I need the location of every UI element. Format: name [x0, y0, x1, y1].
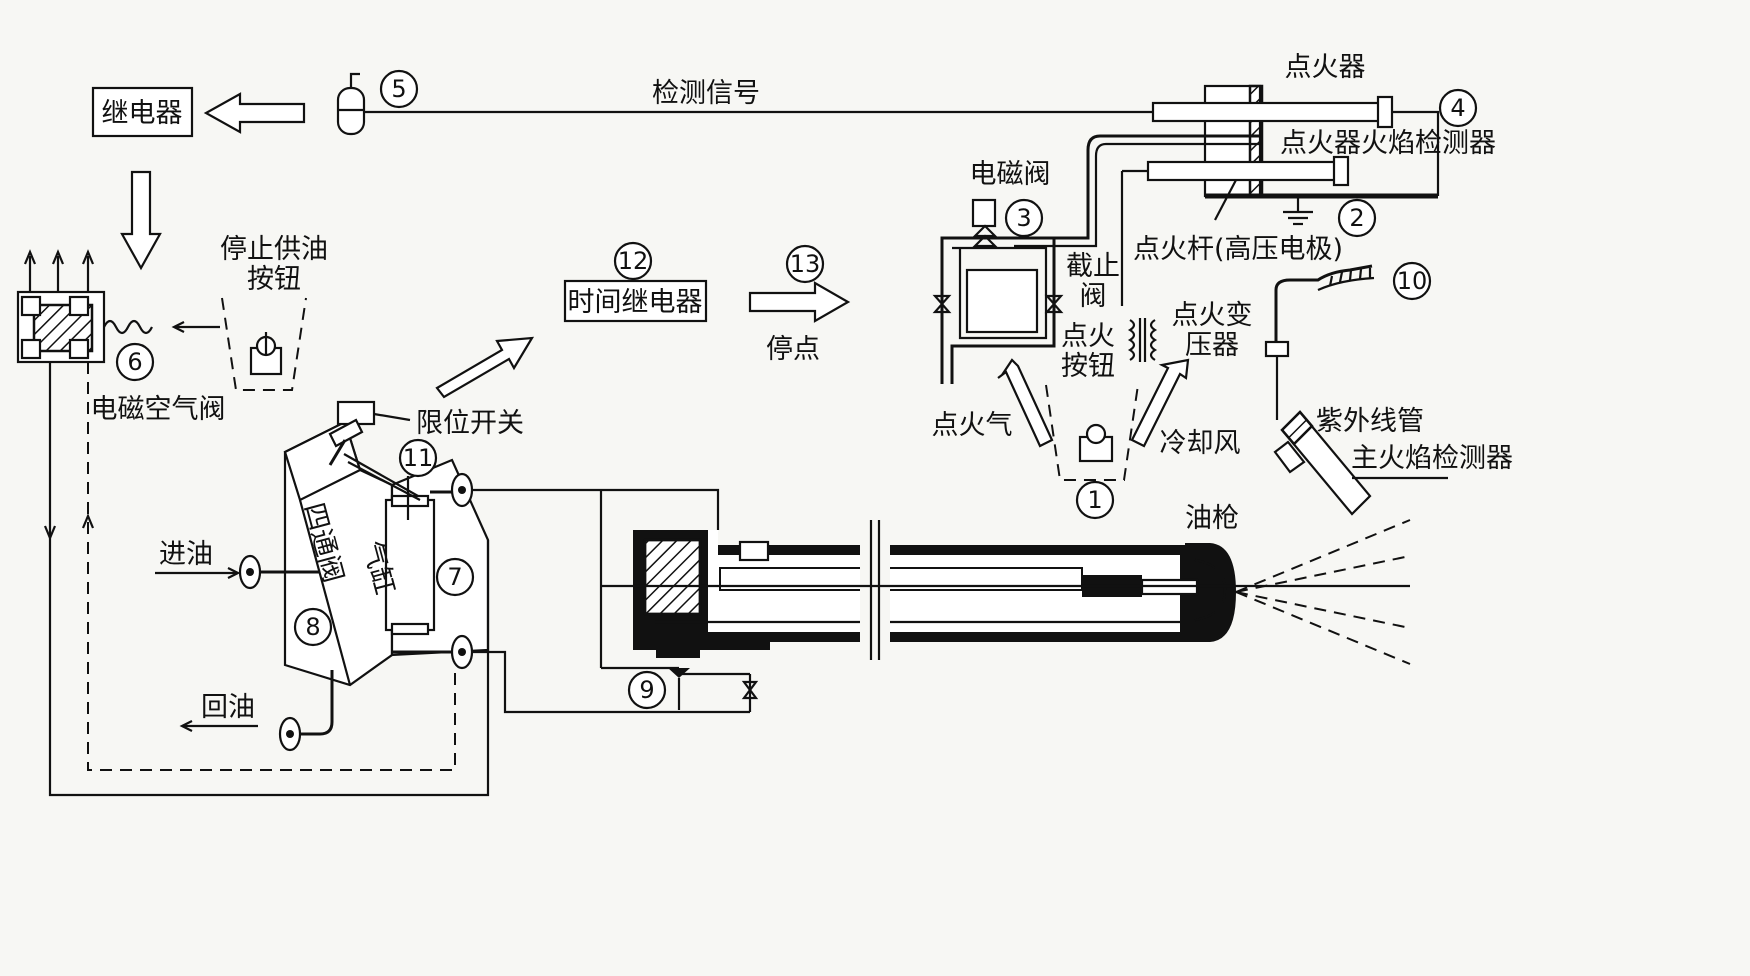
igniter-flame-detector-label: 点火器火焰检测器: [1280, 128, 1496, 159]
air-line-dashed: [87, 362, 456, 771]
stop-ignition-label: 停点: [766, 334, 820, 365]
arrow-to-relay: [203, 92, 306, 134]
limit-switch-label: 限位开关: [416, 408, 524, 439]
callout-4: 4: [1450, 94, 1465, 122]
cylinder-7: 气缸 7: [356, 458, 490, 657]
arrow-to-ignition-gas: [997, 358, 1054, 448]
time-relay-label: 时间继电器: [568, 287, 703, 318]
line-port-to-gun: [472, 488, 720, 530]
ignition-transformer: 点火变压器: [1127, 300, 1253, 362]
arrow-limit-to-time-relay: [435, 336, 535, 399]
callout-8: 8: [305, 613, 320, 641]
uv-tube-label: 紫外线管: [1316, 406, 1424, 437]
ignition-gas-label: 点火气: [932, 410, 1013, 441]
ignition-button-1: 点火按钮 1: [1045, 321, 1139, 520]
ignition-transformer-label: 点火变压器: [1172, 300, 1253, 361]
oil-spray: [1235, 519, 1411, 665]
arrow-to-transformer: [1130, 358, 1190, 448]
stop-oil-label-1: 停止供油按钮: [220, 234, 328, 295]
callout-12: 12: [618, 247, 649, 275]
time-relay: 12 时间继电器: [563, 241, 708, 323]
callout-6: 6: [127, 348, 142, 376]
callout-3: 3: [1016, 204, 1031, 232]
limit-switch-11: 限位开关 11: [328, 400, 524, 520]
shutoff-valve-label: 截止阀: [1066, 251, 1120, 312]
oil-gun-label: 油枪: [1185, 503, 1239, 534]
gas-pipe: [1014, 134, 1260, 240]
port-oil-return: 回油: [179, 670, 334, 752]
photo-detector-5: 5: [336, 69, 419, 136]
callout-1: 1: [1087, 486, 1102, 514]
air-line-solid: [48, 362, 490, 797]
oil-gun: 油枪: [600, 503, 1410, 660]
callout-13: 13: [790, 250, 821, 278]
callout-5: 5: [391, 75, 406, 103]
ignition-rod-label: 点火杆(高压电极): [1133, 234, 1343, 265]
callout-11: 11: [403, 444, 434, 472]
detect-signal-label: 检测信号: [652, 78, 760, 109]
port-top-right: [430, 472, 474, 508]
cooling-air-label: 冷却风: [1160, 428, 1241, 459]
callout-10: 10: [1397, 267, 1428, 295]
port-oil-in: 进油: [155, 539, 320, 590]
port-bottom-right: [392, 634, 474, 670]
callout-7: 7: [447, 563, 462, 591]
igniter-assembly: 点火器 4 点火器火焰检测器 2 点火杆(高压电极): [1133, 52, 1496, 265]
oil-return-label: 回油: [201, 692, 255, 723]
solenoid-air-valve-label: 电磁空气阀: [91, 394, 226, 425]
relay-box: 继电器: [91, 86, 194, 138]
main-flame-detector: 10 紫外线管 冷却风 主火焰检测器: [1160, 261, 1513, 516]
relay-label: 继电器: [102, 98, 183, 129]
solenoid-valve-3: 电磁阀 3 截止阀: [932, 159, 1120, 384]
callout-9: 9: [639, 676, 654, 704]
solenoid-air-valve: 6 电磁空气阀: [16, 249, 226, 425]
oil-in-label: 进油: [159, 539, 213, 570]
igniter-label: 点火器: [1285, 52, 1366, 83]
arrow-stop-ignition: 13 停点: [748, 244, 851, 365]
stop-oil-button: 停止供油按钮: [220, 234, 328, 391]
arrow-relay-down: [120, 170, 162, 271]
line-port-to-valve9: [472, 650, 750, 714]
callout-2: 2: [1349, 204, 1364, 232]
ignition-button-label: 点火按钮: [1061, 321, 1115, 382]
valve-9: 9: [601, 666, 759, 712]
solenoid-valve-label: 电磁阀: [970, 159, 1051, 190]
main-flame-detector-label: 主火焰检测器: [1351, 443, 1513, 474]
